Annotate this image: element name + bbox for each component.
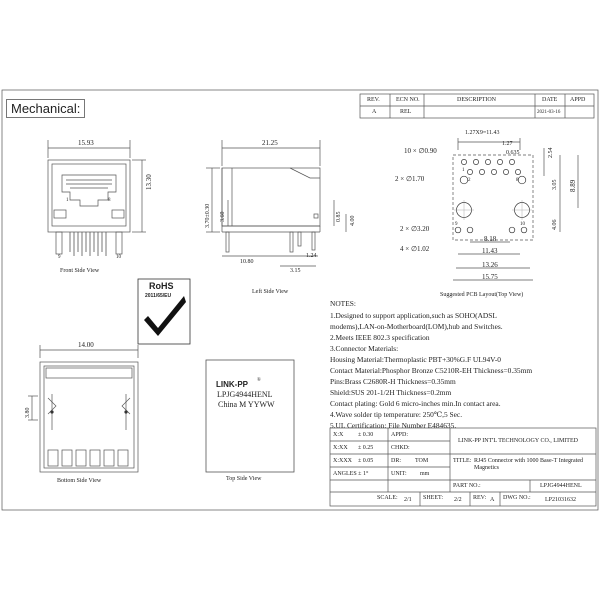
- page-title: Mechanical:: [6, 99, 86, 118]
- appd-label: APPD:: [391, 432, 409, 438]
- front-pin8-label: 8: [108, 198, 111, 203]
- pcb-holes2-label: 2 × ∅1.70: [395, 175, 425, 183]
- top-view-origin: China M YYWW: [218, 400, 275, 409]
- pcb-15-75-dim: 15.75: [482, 273, 498, 281]
- note-line: modems),LAN-on-Motherboard(LOM),hub and …: [330, 322, 503, 331]
- note-line: 2.Meets IEEE 802.3 specification: [330, 333, 430, 342]
- rev-header-date: DATE: [542, 97, 558, 103]
- top-view-caption: Top Side View: [226, 476, 262, 482]
- note-line: 5.UL Certification: File Number E484635.: [330, 421, 457, 430]
- front-view-caption: Front Side View: [60, 268, 100, 274]
- rev-row-date: 2021-03-16: [537, 110, 561, 115]
- pcb-holes10-label: 10 × ∅0.90: [404, 147, 437, 155]
- title-label: TITLE:: [453, 458, 472, 464]
- front-width-dim: 15.93: [78, 139, 94, 147]
- rev-row-ecn: REL: [400, 109, 412, 115]
- bottom-height-dim: 3.80: [25, 407, 31, 419]
- rev-label: REV:: [473, 495, 487, 501]
- tol-xxx-value: ± 0.05: [358, 458, 374, 464]
- company-name: LINK-PP INT'L TECHNOLOGY CO., LIMITED: [458, 438, 578, 444]
- front-height-dim: 13.30: [145, 174, 153, 190]
- left-height2-dim: 3.60: [220, 211, 226, 223]
- pcb-11-43-dim: 11.43: [482, 247, 498, 255]
- left-width3-dim: 3.15: [290, 268, 301, 274]
- left-width2-dim: 1.24: [306, 253, 317, 259]
- bottom-view-caption: Bottom Side View: [57, 478, 102, 484]
- part-value: LPJG4944HENL: [540, 483, 582, 489]
- tol-x-label: X:X: [333, 432, 344, 438]
- rohs-sub: 2011/65/EU: [145, 293, 172, 299]
- note-line: Contact Material:Phosphor Bronze C5210R-…: [330, 366, 533, 375]
- pcb-layout-caption: Suggested PCB Layout(Top View): [440, 292, 524, 298]
- chkd-label: CHKD:: [391, 445, 410, 451]
- tol-x-value: ± 0.30: [358, 432, 374, 438]
- dwg-value: LP21031632: [545, 497, 577, 503]
- rev-row-rev: A: [372, 109, 377, 115]
- front-pin9-label: 9: [58, 255, 61, 260]
- note-line: Housing Material:Thermoplastic PBT+30%G.…: [330, 355, 501, 364]
- note-line: Contact plating: Gold 6 micro-inches min…: [330, 399, 501, 408]
- rev-header-appd: APPD: [570, 97, 586, 103]
- front-pin10-label: 10: [116, 255, 121, 260]
- pcb-pin-label-8: 8: [516, 178, 519, 183]
- note-line: 4.Wave solder tip temperature: 250℃,5 Se…: [330, 410, 463, 419]
- left-height1-dim: 3.70±0.30: [205, 203, 211, 228]
- pcb-pin-label-10: 10: [520, 222, 525, 227]
- pcb-pitch-dim: 1.27X9=11.43: [465, 130, 500, 136]
- note-line: 1.Designed to support application,such a…: [330, 311, 497, 320]
- pcb-8-18-dim: 8.18: [484, 235, 497, 243]
- sheet-label: SHEET:: [423, 495, 444, 501]
- rev-header-description: DESCRIPTION: [457, 97, 497, 103]
- front-pin1-label: 1: [66, 198, 69, 203]
- left-length-dim: 21.25: [262, 139, 278, 147]
- dwg-label: DWG NO.:: [503, 495, 531, 501]
- dr-value: TOM: [415, 458, 429, 464]
- pcb-pin-label-9: 9: [455, 222, 458, 227]
- part-label: PART NO.:: [453, 483, 481, 489]
- pcb-holes-b-label: 2 × ∅3.20: [400, 225, 430, 233]
- rohs-label: RoHS: [149, 281, 174, 291]
- sheet-value: 2/2: [454, 497, 462, 503]
- title-value: RJ45 Connector with 1000 Base-T Integrat…: [474, 458, 584, 472]
- left-height4-dim: 4.00: [350, 215, 356, 227]
- note-line: Shield:SUS 201-1/2H Thickness=0.2mm: [330, 388, 452, 397]
- top-view-reg-mark: ®: [257, 378, 261, 383]
- pcb-4-06-dim: 4.06: [552, 219, 558, 231]
- pcb-0-635-dim: 0.635: [506, 150, 520, 156]
- notes-title: NOTES:: [330, 299, 356, 308]
- pcb-8-89-dim: 8.89: [569, 179, 577, 192]
- pcb-2-54-dim: 2.54: [548, 147, 554, 159]
- left-height3-dim: 0.85: [336, 211, 342, 223]
- scale-label: SCALE:: [377, 495, 398, 501]
- pcb-1-27-dim: 1.27: [502, 141, 513, 147]
- bottom-width-dim: 14.00: [78, 341, 94, 349]
- tol-xx-value: ± 0.25: [358, 445, 374, 451]
- note-line: Pins:Brass C2680R-H Thickness=0.35mm: [330, 377, 456, 386]
- note-line: 3.Connector Materials:: [330, 344, 399, 353]
- rev-header-rev: REV.: [367, 97, 380, 103]
- dr-label: DR:: [391, 458, 402, 464]
- top-view-brand: LINK-PP: [216, 380, 248, 389]
- pcb-pin-label-2: 2: [468, 178, 471, 183]
- pcb-holes-c-label: 4 × ∅1.02: [400, 245, 430, 253]
- rev-header-ecn: ECN NO.: [396, 97, 420, 103]
- unit-value: mm: [420, 471, 430, 477]
- pcb-pin-label-1: 1: [462, 168, 465, 173]
- left-view-caption: Left Side View: [252, 289, 289, 295]
- pcb-13-26-dim: 13.26: [482, 261, 498, 269]
- tol-xx-label: X:XX: [333, 445, 348, 451]
- left-width1-dim: 10.80: [240, 259, 254, 265]
- tol-xxx-label: X:XXX: [333, 458, 352, 464]
- tol-angles: ANGLES ± 1°: [333, 471, 369, 477]
- pcb-3-05-dim: 3.05: [552, 179, 558, 191]
- scale-value: 2/1: [404, 497, 412, 503]
- top-view-part: LPJG4944HENL: [217, 390, 273, 399]
- rev-value: A: [490, 497, 495, 503]
- unit-label: UNIT:: [391, 471, 407, 477]
